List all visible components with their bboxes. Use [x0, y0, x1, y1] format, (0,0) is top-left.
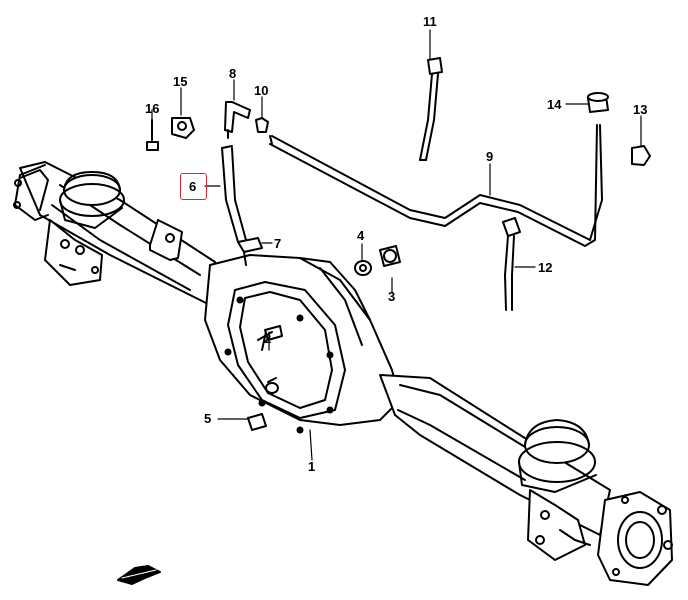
label-part-12[interactable]: 12: [538, 260, 553, 275]
strap-part-11: [419, 57, 443, 161]
label-part-14[interactable]: 14: [547, 97, 562, 112]
tube-bracket-clip: [149, 219, 183, 261]
label-part-8[interactable]: 8: [229, 66, 237, 81]
axle-housing-right-tube: [379, 374, 673, 586]
clamp-part-7: [237, 237, 263, 266]
nut-part-13: [631, 145, 651, 166]
label-part-9[interactable]: 9: [486, 149, 494, 164]
label-part-11[interactable]: 11: [423, 14, 437, 29]
breather-hose-part-6: [221, 145, 247, 243]
nut-part-10: [255, 117, 269, 133]
cap-part-14: [587, 92, 609, 113]
label-part-2[interactable]: 2: [264, 331, 272, 346]
label-part-7[interactable]: 7: [274, 236, 282, 251]
label-part-3[interactable]: 3: [388, 289, 396, 304]
breather-elbow-part-8: [224, 101, 251, 139]
label-part-1[interactable]: 1: [308, 459, 316, 474]
bolt-part-2: [261, 331, 267, 351]
label-part-6[interactable]: 6: [189, 179, 197, 194]
bolt-part-16: [146, 119, 159, 151]
label-part-15[interactable]: 15: [173, 74, 188, 89]
nut-part-5: [247, 413, 267, 431]
label-part-10[interactable]: 10: [254, 83, 269, 98]
front-direction-arrow-icon: [117, 565, 161, 585]
clip-part-15: [171, 117, 195, 139]
label-part-13[interactable]: 13: [633, 102, 648, 117]
plug-part-3: [379, 245, 401, 267]
brake-pipe-part-9: [269, 124, 603, 247]
highlight-box-part-6: [180, 173, 207, 200]
label-part-5[interactable]: 5: [204, 411, 212, 426]
right-hub-cap: [518, 419, 597, 493]
washer-part-4: [354, 260, 372, 276]
leader-lines: [151, 29, 642, 461]
label-part-4[interactable]: 4: [357, 228, 365, 243]
left-hub-cap: [59, 171, 125, 229]
label-part-16[interactable]: 16: [145, 101, 160, 116]
differential-housing: [204, 254, 401, 434]
strap-part-12: [502, 217, 521, 311]
